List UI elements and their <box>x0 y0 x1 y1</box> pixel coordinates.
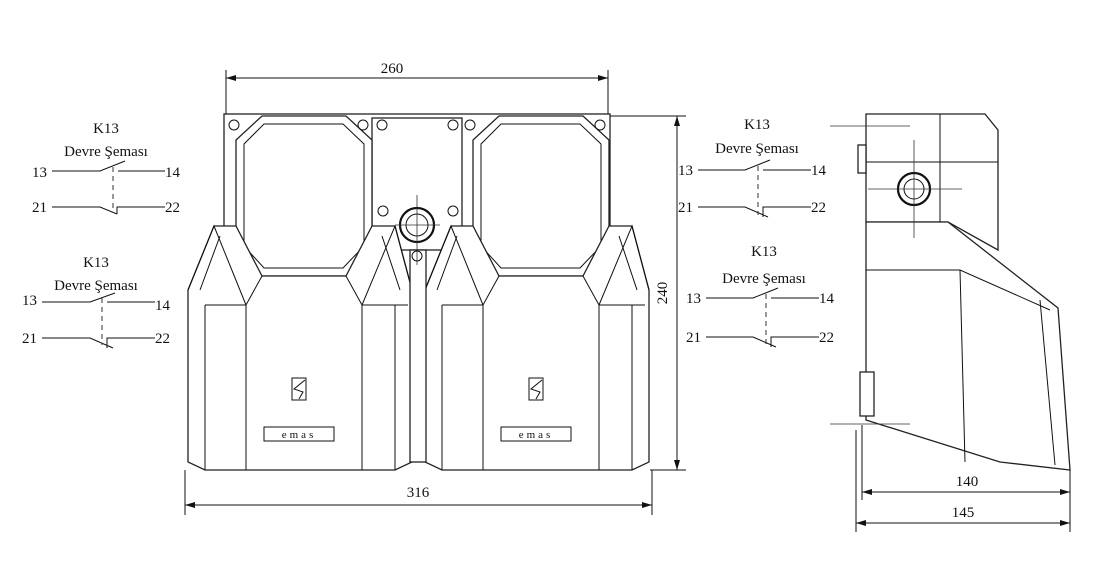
svg-text:K13: K13 <box>744 117 770 133</box>
svg-text:21: 21 <box>686 330 701 346</box>
circuit-schematic-1: K13 Devre Şeması 13 14 21 22 <box>32 121 181 216</box>
svg-text:21: 21 <box>22 331 37 347</box>
screw-icons <box>228 119 606 262</box>
brand-text-right: emas <box>519 429 554 441</box>
svg-text:22: 22 <box>155 331 170 347</box>
svg-text:K13: K13 <box>751 244 777 260</box>
svg-text:21: 21 <box>32 200 47 216</box>
dimension-lines <box>184 70 1071 532</box>
circuit-schematic-3: K13 Devre Şeması 13 14 21 22 <box>678 117 827 218</box>
emas-logo-left <box>263 377 335 442</box>
svg-text:13: 13 <box>32 165 47 181</box>
svg-text:K13: K13 <box>93 121 119 137</box>
svg-text:22: 22 <box>819 330 834 346</box>
dim-316: 316 <box>407 485 430 501</box>
brand-text-left: emas <box>282 429 317 441</box>
front-view: emas emas <box>187 113 650 471</box>
svg-text:Devre Şeması: Devre Şeması <box>722 271 806 287</box>
svg-text:13: 13 <box>22 293 37 309</box>
svg-text:14: 14 <box>165 165 181 181</box>
svg-text:22: 22 <box>811 200 826 216</box>
svg-text:13: 13 <box>678 163 693 179</box>
emas-logo-right <box>500 377 572 442</box>
svg-text:22: 22 <box>165 200 180 216</box>
dim-145: 145 <box>952 505 975 521</box>
dim-240: 240 <box>655 282 671 305</box>
side-view <box>830 113 1071 471</box>
svg-text:Devre Şeması: Devre Şeması <box>64 144 148 160</box>
svg-text:Devre Şeması: Devre Şeması <box>715 141 799 157</box>
svg-text:14: 14 <box>155 298 171 314</box>
dim-260: 260 <box>381 61 404 77</box>
circuit-schematic-4: K13 Devre Şeması 13 14 21 22 <box>686 244 835 348</box>
svg-text:14: 14 <box>811 163 827 179</box>
dim-140: 140 <box>956 474 979 490</box>
svg-text:13: 13 <box>686 291 701 307</box>
svg-text:21: 21 <box>678 200 693 216</box>
svg-text:14: 14 <box>819 291 835 307</box>
svg-text:K13: K13 <box>83 255 109 271</box>
circuit-schematic-2: K13 Devre Şeması 13 14 21 22 <box>22 255 171 349</box>
svg-text:Devre Şeması: Devre Şeması <box>54 278 138 294</box>
